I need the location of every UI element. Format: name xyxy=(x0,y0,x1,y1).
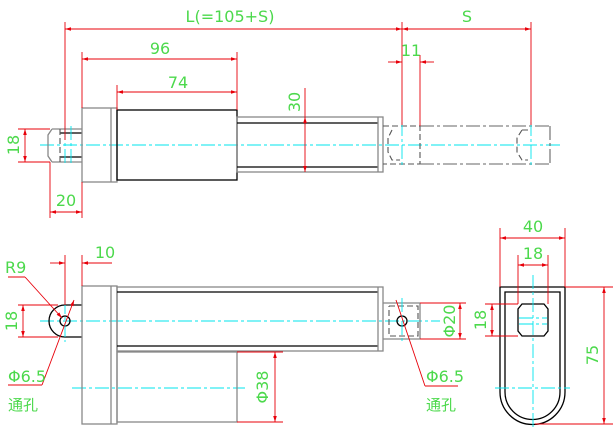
dim-74: 74 xyxy=(116,73,237,110)
dim-18-side-label: 18 xyxy=(2,311,21,331)
dim-18-top-label: 18 xyxy=(4,135,23,155)
dim-18-top: 18 xyxy=(4,128,50,163)
dim-18-side: 18 xyxy=(2,304,58,338)
dim-30: 30 xyxy=(285,88,307,172)
front-rod-end xyxy=(383,298,421,344)
dim-10: 10 xyxy=(50,243,115,305)
dim-S-label: S xyxy=(462,7,472,26)
dim-40-label: 40 xyxy=(523,217,543,236)
clevis-outline xyxy=(499,286,566,426)
rod-housing xyxy=(236,116,384,173)
dim-S: S xyxy=(402,7,532,125)
motor xyxy=(116,351,238,423)
dim-R9-label: R9 xyxy=(5,258,26,277)
dim-75-label: 75 xyxy=(583,345,602,365)
dim-74-label: 74 xyxy=(168,73,188,92)
hole-left-label: Φ6.5 xyxy=(8,367,46,386)
side-view: 10 R9 18 Φ6.5 通孔 Φ38 Φ20 Φ6.5 xyxy=(2,243,466,425)
dim-20-diameter-label: Φ20 xyxy=(440,305,459,338)
top-view: L(=105+S) S 96 74 30 11 xyxy=(4,7,560,218)
dim-96: 96 xyxy=(81,39,238,110)
dim-18-width: 18 xyxy=(517,244,549,304)
dim-40: 40 xyxy=(499,217,566,287)
dim-75: 75 xyxy=(535,286,613,425)
hole-right-callout: Φ6.5 通孔 xyxy=(395,299,464,414)
dim-L: L(=105+S) xyxy=(64,7,403,140)
dim-20-label: 20 xyxy=(56,191,76,210)
rear-clevis-eye xyxy=(48,300,82,342)
dim-20-diameter: Φ20 xyxy=(420,302,466,340)
dim-20: 20 xyxy=(49,162,83,218)
square-hole xyxy=(517,303,549,337)
dim-10-label: 10 xyxy=(95,243,115,262)
dim-18-width-label: 18 xyxy=(523,244,543,263)
hole-right-note: 通孔 xyxy=(426,396,456,414)
dim-96-label: 96 xyxy=(150,39,170,58)
hole-left-callout: Φ6.5 通孔 xyxy=(8,299,75,414)
dim-11-label: 11 xyxy=(401,41,421,60)
dim-18-height: 18 xyxy=(471,303,518,337)
hole-left-note: 通孔 xyxy=(8,396,38,414)
dim-R9: R9 xyxy=(5,258,63,319)
rod-extended xyxy=(420,122,551,168)
dim-18-height-label: 18 xyxy=(471,310,490,330)
dim-38: Φ38 xyxy=(237,351,283,423)
rod-retracted xyxy=(383,122,421,168)
dim-30-label: 30 xyxy=(285,92,304,112)
hole-right-label: Φ6.5 xyxy=(426,367,464,386)
tube-upper xyxy=(116,286,384,352)
dim-38-label: Φ38 xyxy=(253,371,272,404)
dim-11: 11 xyxy=(388,41,434,126)
rear-clevis xyxy=(47,126,82,165)
rear-block xyxy=(81,285,118,425)
end-view: 40 18 18 75 xyxy=(471,217,613,430)
dim-L-label: L(=105+S) xyxy=(186,7,275,26)
